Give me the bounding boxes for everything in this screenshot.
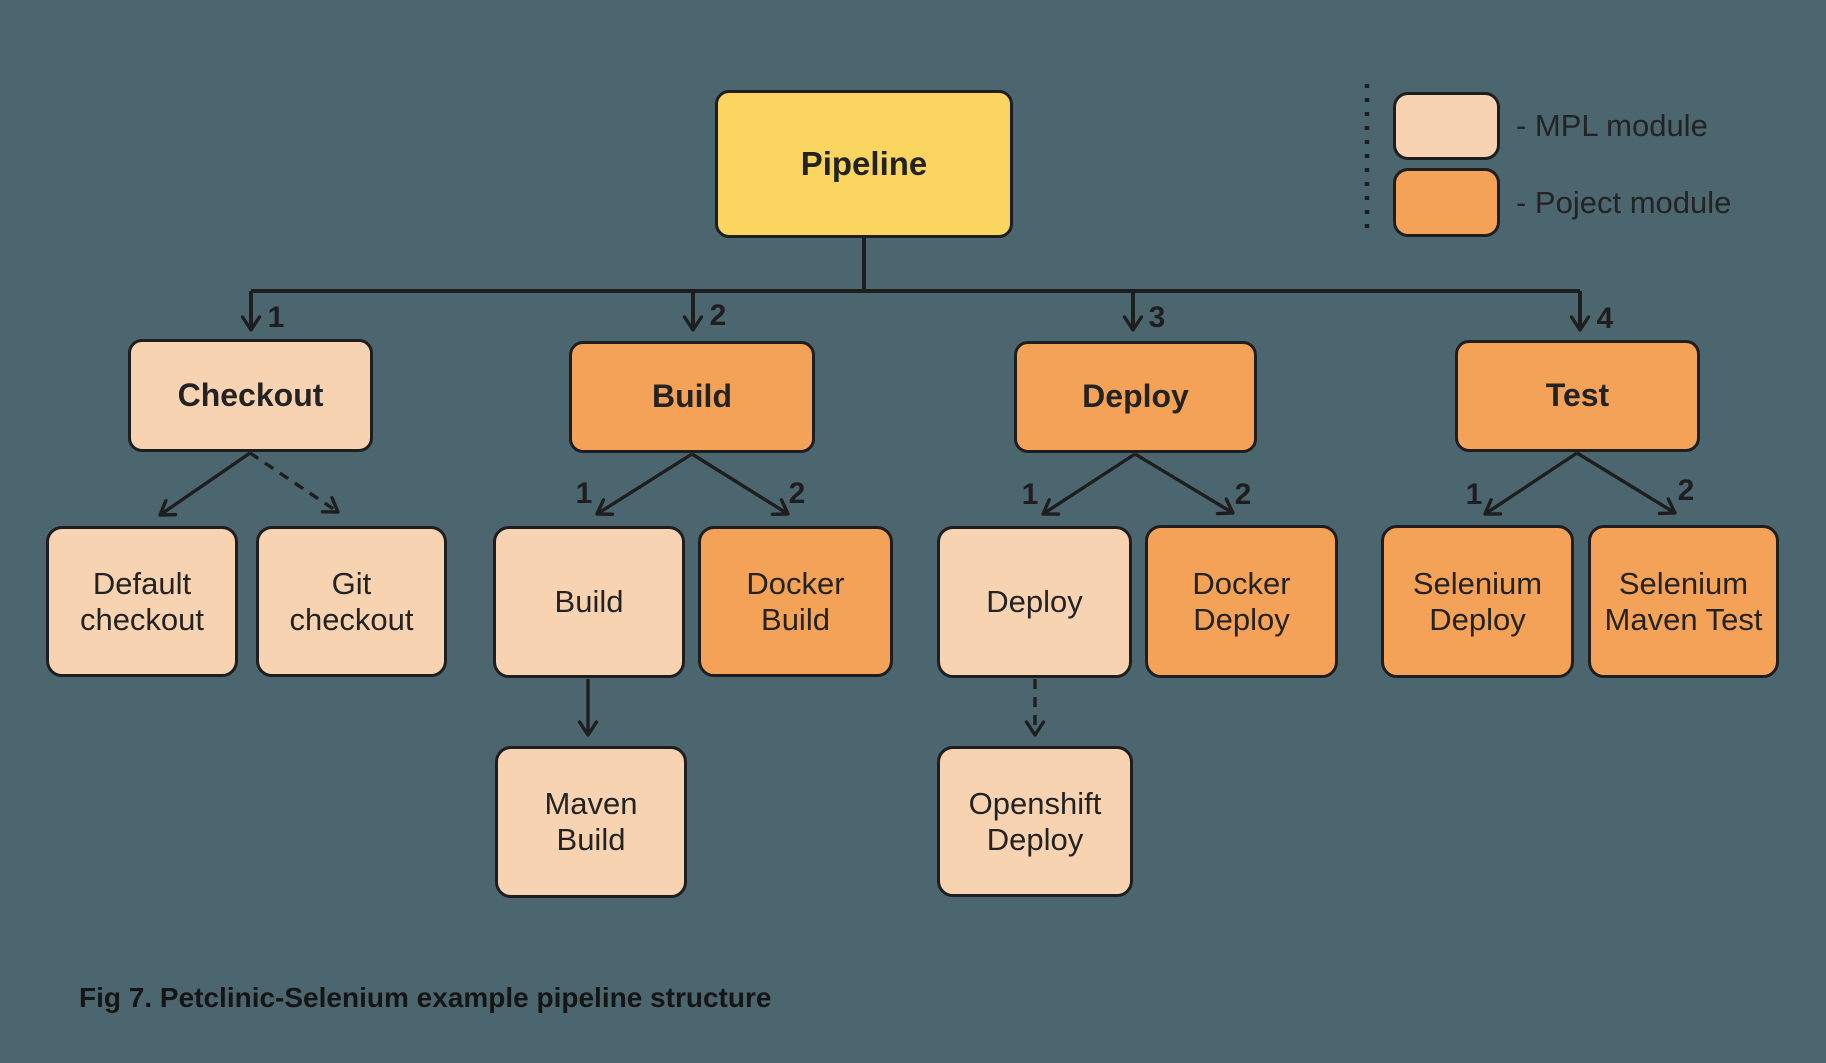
branch-number-deploy-2: 2: [1234, 478, 1252, 511]
node-stage-build: Build: [569, 341, 815, 453]
legend-label-project: - Poject module: [1516, 184, 1732, 220]
node-openshift-deploy: Openshift Deploy: [937, 746, 1133, 897]
branch-number-build-2: 2: [788, 477, 806, 510]
node-maven-build: Maven Build: [495, 746, 687, 898]
branch-number-test-2: 2: [1677, 474, 1695, 507]
node-stage-checkout: Checkout: [128, 339, 373, 452]
node-default-checkout: Default checkout: [46, 526, 238, 677]
node-pipeline: Pipeline: [715, 90, 1013, 238]
branch-number-deploy-1: 1: [1021, 478, 1039, 511]
branch-number-build-1: 1: [575, 477, 593, 510]
project-swatch-icon: [1393, 168, 1500, 237]
node-docker-deploy: Docker Deploy: [1145, 525, 1338, 678]
legend-item-mpl: - MPL module: [1393, 92, 1708, 160]
node-stage-test: Test: [1455, 340, 1700, 452]
edge-build-dockerbuild: [691, 452, 790, 517]
branch-number-test-1: 1: [1465, 478, 1483, 511]
figure-caption: Fig 7. Petclinic-Selenium example pipeli…: [79, 982, 772, 1013]
node-selenium-deploy: Selenium Deploy: [1381, 525, 1574, 678]
edge-checkout-git-dashed: [249, 451, 340, 514]
legend-label-mpl: - MPL module: [1516, 108, 1708, 143]
edge-checkout-default: [158, 451, 251, 517]
legend-item-project: - Poject module: [1393, 168, 1731, 237]
stage-number-build: 2: [709, 299, 727, 332]
node-stage-deploy: Deploy: [1014, 341, 1257, 453]
node-git-checkout: Git checkout: [256, 526, 447, 677]
edge-deploy-deploy: [1041, 452, 1136, 516]
node-selenium-maven-test: Selenium Maven Test: [1588, 525, 1779, 678]
edge-test-seleniummaventest: [1576, 451, 1677, 516]
node-build-module: Build: [493, 526, 685, 678]
edge-test-seleniumdeploy: [1483, 451, 1578, 516]
stage-number-deploy: 3: [1148, 301, 1166, 334]
edge-build-build: [595, 452, 693, 516]
node-docker-build: Docker Build: [698, 526, 893, 677]
stage-number-checkout: 1: [267, 301, 285, 334]
stage-number-test: 4: [1596, 302, 1614, 335]
mpl-swatch-icon: [1393, 92, 1500, 160]
node-deploy-module: Deploy: [937, 526, 1132, 678]
edge-deploy-dockerdeploy: [1134, 452, 1235, 516]
